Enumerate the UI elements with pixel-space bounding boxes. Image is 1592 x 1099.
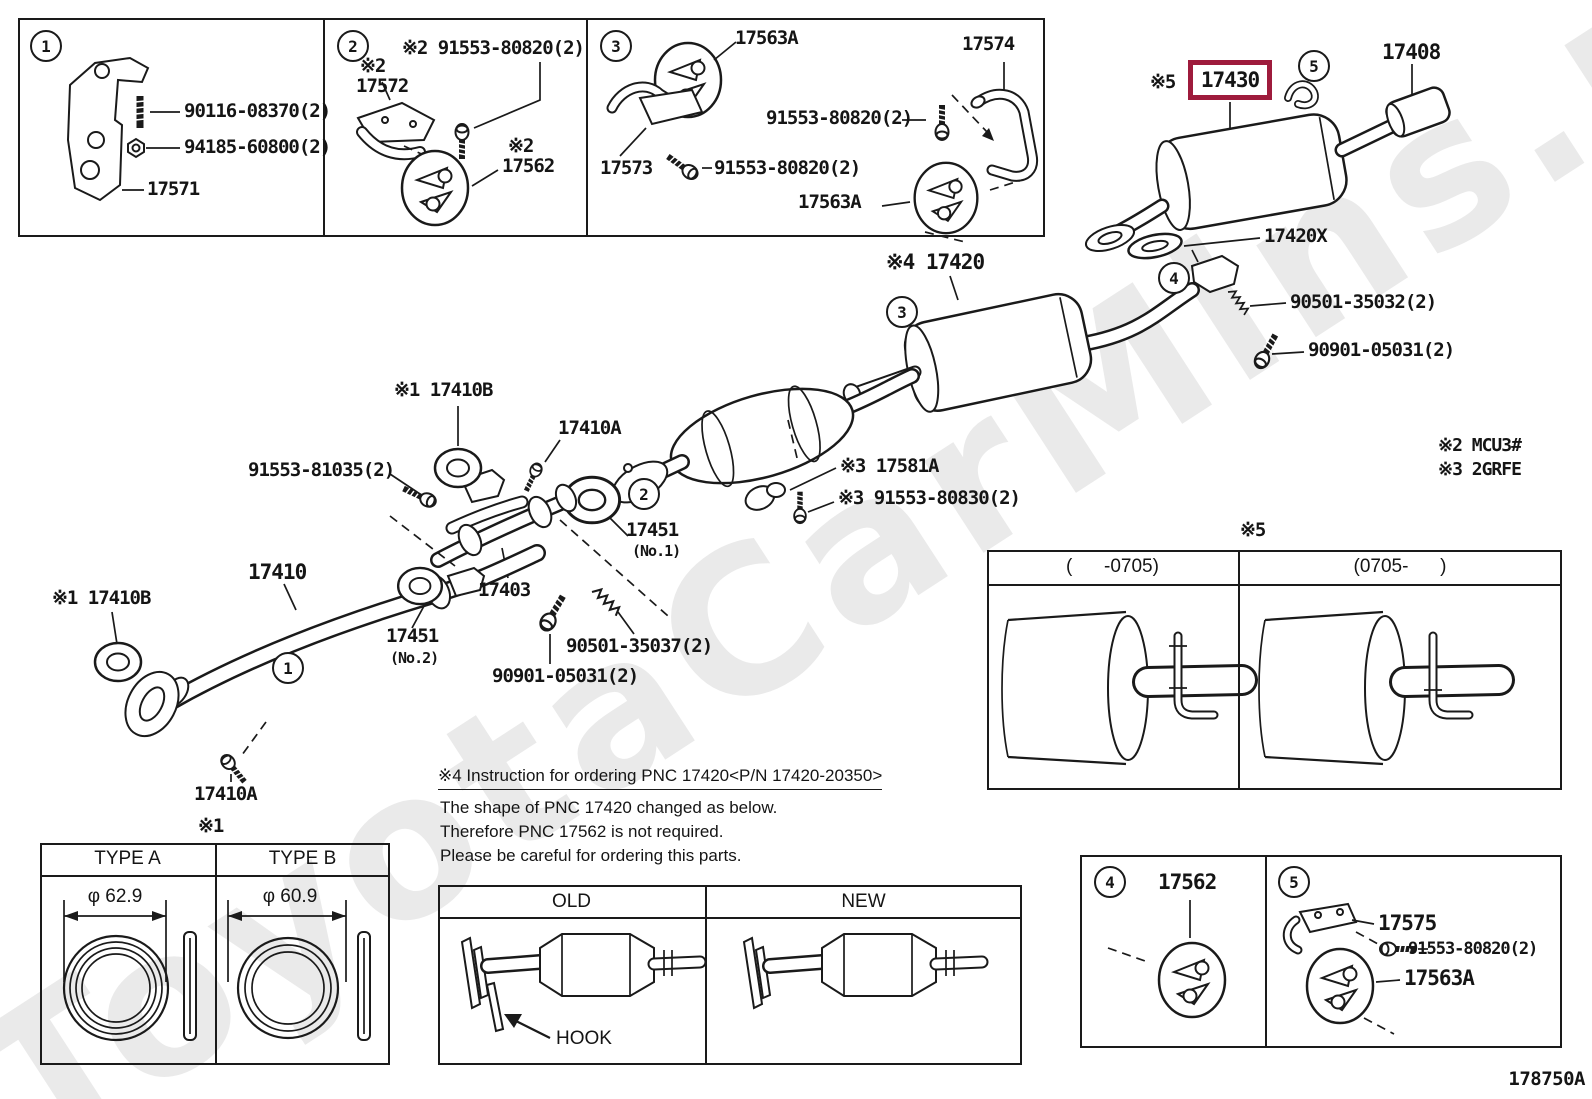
type-a-header: TYPE A	[94, 848, 161, 869]
oldnew-comparison-box	[438, 885, 1022, 1065]
drawing-number: 178750A	[1508, 1068, 1585, 1090]
part-17575: 17575	[1378, 911, 1437, 935]
callout-number-3: 3	[600, 30, 632, 62]
part-17581a: ※3 17581A	[840, 455, 939, 477]
ordering-instruction-title: ※4 Instruction for ordering PNC 17420<P/…	[438, 766, 883, 790]
part-91553-80820-box2: ※2 91553-80820(2)	[402, 37, 585, 59]
part-90901-05031-rear: 90901-05031(2)	[1308, 339, 1455, 361]
part-17410a-bottom: 17410A	[194, 783, 258, 805]
type-box-note-mark: ※1	[198, 815, 224, 837]
new-header: NEW	[841, 891, 886, 912]
date-box-divider	[1238, 550, 1240, 790]
date-box-note-mark: ※5	[1240, 519, 1266, 541]
hanger-detail-box	[1080, 855, 1562, 1048]
part-91553-80820-bottom: 91553-80820(2)	[714, 157, 861, 179]
instruction-line-2: Therefore PNC 17562 is not required.	[440, 822, 724, 841]
part-91553-80820-mid: 91553-80820(2)	[766, 107, 913, 129]
part-91553-80830: ※3 91553-80830(2)	[838, 487, 1021, 509]
callout-number-4-hangerbox: 4	[1094, 866, 1126, 898]
part-17562-box2: 17562	[502, 155, 555, 177]
type-a-diameter: φ 62.9	[87, 886, 143, 907]
part-94185-60800: 94185-60800(2)	[184, 136, 331, 158]
part-17573: 17573	[600, 157, 653, 179]
date-comparison-box	[987, 550, 1562, 790]
part-17572: 17572	[356, 75, 409, 97]
callout-number-3-main: 3	[886, 296, 918, 328]
callout-number-2: 2	[337, 30, 369, 62]
callout-number-1: 1	[30, 30, 62, 62]
type-b-diameter: φ 60.9	[262, 886, 318, 907]
inset-box-2	[325, 18, 588, 237]
part-17403: 17403	[478, 579, 531, 601]
oldnew-header-line	[438, 917, 1022, 919]
oldnew-divider	[705, 885, 707, 1065]
part-17451-no2: 17451	[386, 625, 439, 647]
old-header: OLD	[551, 891, 592, 912]
part-17574: 17574	[962, 33, 1015, 55]
note-mark-5: ※5	[1150, 71, 1176, 93]
hook-label: HOOK	[556, 1028, 612, 1049]
part-17451-no2-suffix: (No.2)	[390, 649, 439, 667]
part-17430: 17430	[1200, 67, 1260, 92]
callout-number-5-hangerbox: 5	[1278, 866, 1310, 898]
date-box-header-line	[987, 584, 1562, 586]
note-mark-17572: ※2	[360, 55, 386, 77]
part-17451-no1-suffix: (No.1)	[632, 542, 681, 560]
note-mark-17562: ※2	[508, 135, 534, 157]
date-header-before-0705: ( -0705)	[1066, 556, 1159, 577]
part-17563a-hangerbox: 17563A	[1404, 966, 1475, 990]
date-header-after-0705: (0705- )	[1353, 556, 1447, 577]
instruction-line-3: Please be careful for ordering this part…	[440, 846, 742, 865]
part-17451-no1: 17451	[626, 519, 679, 541]
part-90116-08370: 90116-08370(2)	[184, 100, 331, 122]
part-17410b-upper: ※1 17410B	[394, 379, 493, 401]
highlighted-part-17430[interactable]: 17430	[1188, 60, 1272, 100]
part-17563a-bottom: 17563A	[798, 191, 862, 213]
part-17408: 17408	[1382, 40, 1441, 64]
engine-note-mcu3: ※2 MCU3#	[1438, 435, 1522, 456]
type-box-divider	[215, 843, 217, 1065]
part-17562-hangerbox: 17562	[1158, 870, 1217, 894]
callout-number-1-main: 1	[272, 652, 304, 684]
part-91553-81035: 91553-81035(2)	[248, 459, 395, 481]
part-17563a-top: 17563A	[735, 27, 799, 49]
part-90501-35032: 90501-35032(2)	[1290, 291, 1437, 313]
part-17420: ※4 17420	[886, 250, 985, 274]
part-17410b-lower: ※1 17410B	[52, 587, 151, 609]
part-91553-80820-hangerbox: 91553-80820(2)	[1408, 939, 1538, 959]
part-17410a-upper: 17410A	[558, 417, 622, 439]
instruction-line-1: The shape of PNC 17420 changed as below.	[440, 798, 778, 817]
inset-box-1	[18, 18, 325, 237]
inset-box-3	[588, 18, 1045, 237]
part-90501-35037: 90501-35037(2)	[566, 635, 713, 657]
callout-number-4-main: 4	[1158, 262, 1190, 294]
part-17571: 17571	[147, 178, 200, 200]
engine-note-2grfe: ※3 2GRFE	[1438, 459, 1522, 480]
type-b-header: TYPE B	[268, 848, 337, 869]
callout-number-2-main: 2	[628, 478, 660, 510]
part-90901-05031-front: 90901-05031(2)	[492, 665, 639, 687]
callout-number-5-main: 5	[1298, 50, 1330, 82]
part-17420x: 17420X	[1264, 225, 1328, 247]
hanger-box-divider	[1265, 855, 1267, 1048]
part-17410: 17410	[248, 560, 307, 584]
